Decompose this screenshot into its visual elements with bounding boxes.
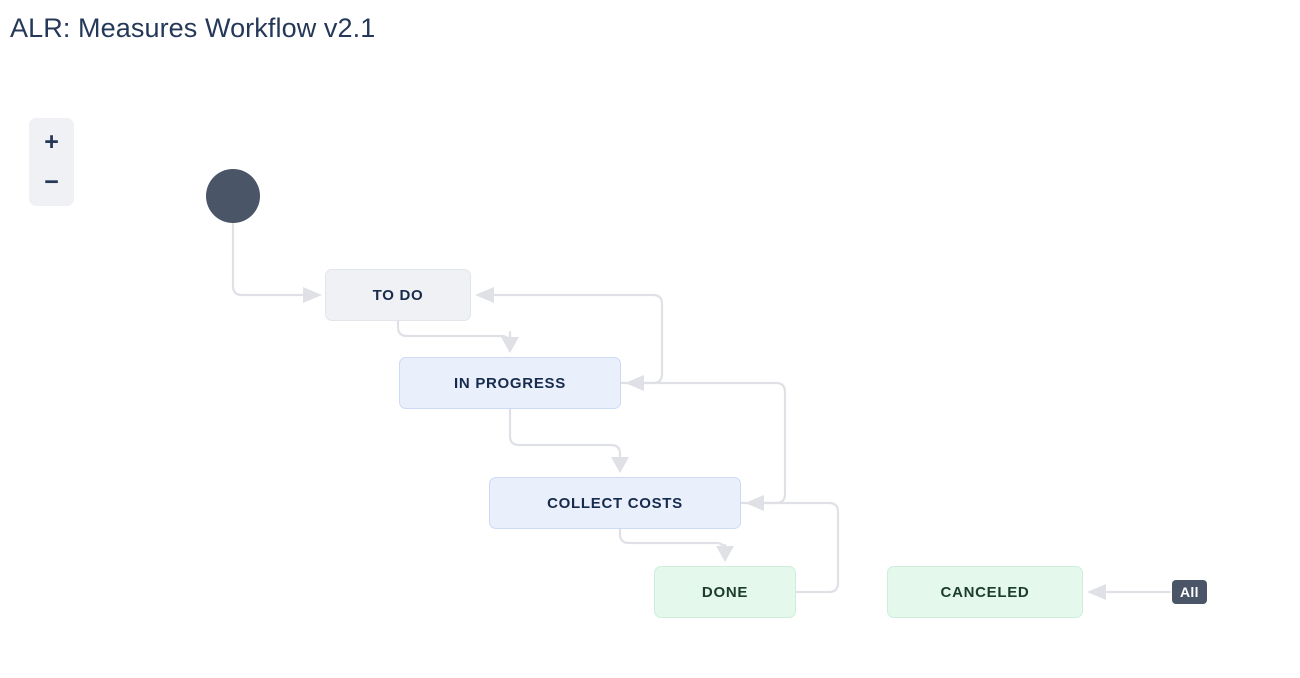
zoom-controls: + −	[29, 118, 74, 206]
arrowhead-start-to-todo	[303, 287, 322, 303]
arrowhead-inprogress-to-todo	[475, 287, 494, 303]
node-done[interactable]: DONE	[654, 566, 796, 618]
node-canceled[interactable]: CANCELED	[887, 566, 1083, 618]
node-canceled-label: CANCELED	[940, 583, 1030, 601]
edge-start-to-todo	[231, 221, 304, 297]
arrowhead-all-to-canceled	[1087, 584, 1106, 600]
node-todo-label: TO DO	[372, 286, 424, 304]
edge-collectcosts-to-done	[618, 527, 727, 554]
transition-badge-all[interactable]: All	[1172, 580, 1207, 604]
node-collect-costs-label: COLLECT COSTS	[547, 494, 683, 512]
node-todo[interactable]: TO DO	[325, 269, 471, 321]
node-collect-costs[interactable]: COLLECT COSTS	[489, 477, 741, 529]
edge-inprogress-to-collectcosts	[508, 407, 622, 458]
arrowhead-collectcosts-to-inprogress	[625, 375, 644, 391]
arrowhead-collectcosts-to-done	[716, 546, 734, 562]
arrowhead-inprogress-to-collectcosts	[611, 457, 629, 473]
transition-badge-all-label: All	[1180, 584, 1199, 600]
start-node[interactable]	[206, 169, 260, 223]
edge-todo-to-inprogress	[396, 319, 512, 347]
zoom-in-button[interactable]: +	[29, 122, 74, 162]
zoom-out-button[interactable]: −	[29, 162, 74, 202]
node-in-progress[interactable]: IN PROGRESS	[399, 357, 621, 409]
node-done-label: DONE	[701, 583, 749, 601]
page-title: ALR: Measures Workflow v2.1	[10, 13, 376, 43]
arrowhead-todo-to-inprogress	[501, 337, 519, 353]
arrowhead-done-to-collectcosts	[745, 495, 764, 511]
node-in-progress-label: IN PROGRESS	[454, 374, 566, 392]
